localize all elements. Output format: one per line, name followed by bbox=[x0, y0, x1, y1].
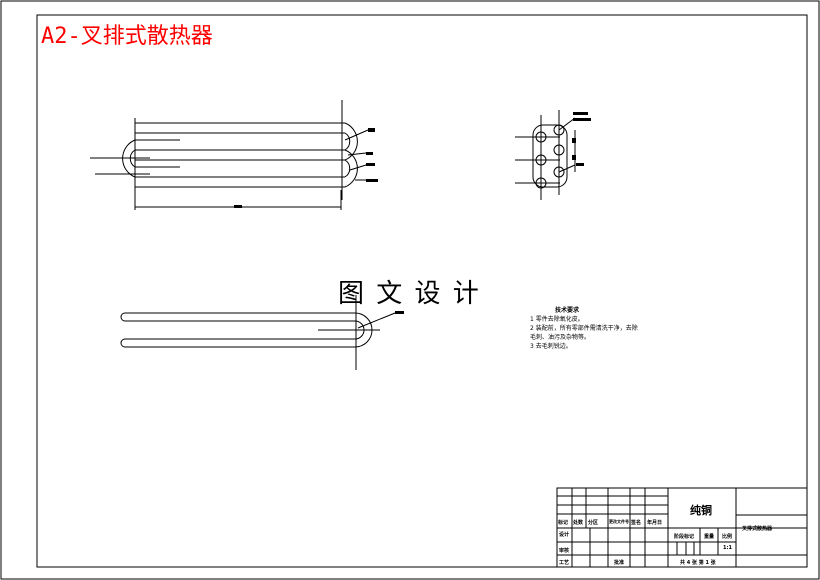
drawing-title: A2-叉排式散热器 bbox=[41, 24, 213, 49]
process-label: 工艺 bbox=[559, 560, 570, 566]
side-view bbox=[515, 110, 576, 200]
header-mark: 标记 bbox=[558, 520, 569, 526]
header-date: 年月日 bbox=[647, 520, 663, 526]
scale-label: 比例 bbox=[722, 534, 733, 540]
technical-requirements: 技术要求 1 零件去除氧化皮。 2 装配前，所有零部件需清洗干净，去除 毛刺、油… bbox=[530, 306, 638, 351]
scale-value: 1:1 bbox=[723, 545, 732, 551]
weight-label: 重量 bbox=[704, 534, 715, 540]
drawing-name: 叉排式散热器 bbox=[742, 526, 773, 532]
title-block-grid bbox=[556, 487, 808, 568]
stage-label: 阶段标记 bbox=[674, 534, 695, 540]
top-view bbox=[120, 295, 396, 370]
header-change-doc: 更改文件号 bbox=[609, 519, 629, 524]
design-label: 设计 bbox=[559, 532, 570, 538]
material: 纯铜 bbox=[690, 504, 712, 517]
tech-req-item: 3 去毛刺锐边。 bbox=[530, 343, 572, 350]
check-label: 审核 bbox=[559, 548, 570, 554]
sheet-count: 共 4 张 第 1 张 bbox=[680, 560, 716, 566]
watermark: 图 文 设 计 bbox=[338, 279, 481, 309]
header-signature: 签名 bbox=[631, 520, 642, 526]
header-count: 处数 bbox=[573, 520, 584, 526]
tech-req-item: 毛刺、油污及杂物等。 bbox=[530, 334, 591, 341]
approve-label: 批准 bbox=[614, 560, 625, 566]
inner-frame bbox=[36, 14, 808, 568]
header-zone: 分区 bbox=[588, 520, 599, 526]
tech-req-heading: 技术要求 bbox=[555, 307, 580, 314]
tech-req-item: 1 零件去除氧化皮。 bbox=[530, 316, 584, 323]
tech-req-item: 2 装配前，所有零部件需清洗干净，去除 bbox=[530, 325, 638, 332]
front-view bbox=[90, 100, 369, 210]
